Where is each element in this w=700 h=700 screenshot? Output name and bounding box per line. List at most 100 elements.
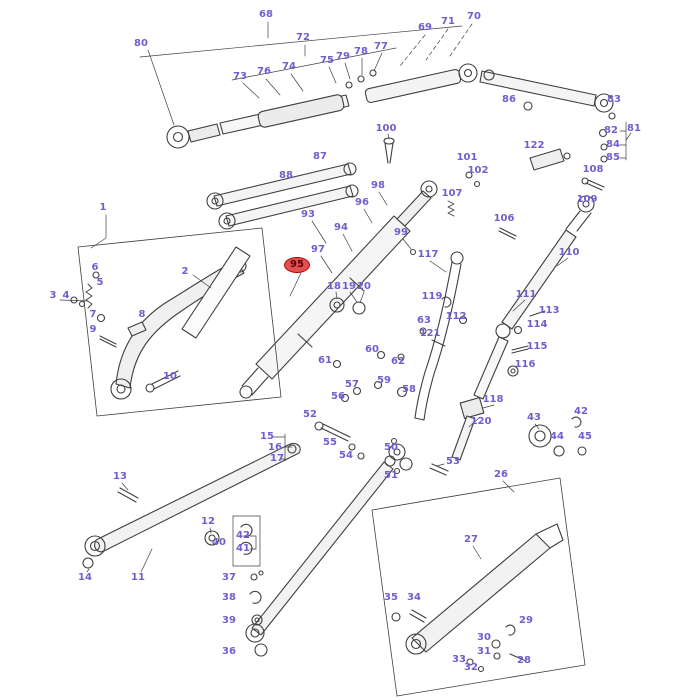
part-label-38: 38 [222,592,236,603]
part-label-116: 116 [514,359,536,370]
part-label-93: 93 [301,209,315,220]
part-label-73: 73 [233,71,247,82]
part-label-101: 101 [456,152,478,163]
part-label-31: 31 [477,646,491,657]
part-label-88: 88 [279,170,293,181]
part-label-119: 119 [421,291,443,302]
part-label-14: 14 [78,572,92,583]
leader-lines [59,21,632,573]
part-label-39: 39 [222,615,236,626]
part-label-78: 78 [354,46,368,57]
part-label-50: 50 [384,442,398,453]
lower-right-panel [371,477,586,697]
top-stabilizer-assembly [166,63,614,149]
part-label-9: 9 [89,324,97,335]
part-label-53: 53 [446,456,460,467]
part-label-20: 20 [357,281,371,292]
part-label-115: 115 [526,341,548,352]
part-label-4: 4 [62,290,70,301]
part-label-29: 29 [519,615,533,626]
part-label-106: 106 [493,213,515,224]
center-link [414,251,464,421]
part-label-36: 36 [222,646,236,657]
part-label-26: 26 [494,469,508,480]
part-label-15: 15 [260,431,274,442]
part-label-57: 57 [345,379,359,390]
part-label-112: 112 [445,311,467,322]
part-label-72: 72 [296,32,310,43]
part-label-63: 63 [417,315,431,326]
lower-left-link [82,443,301,569]
part-label-2: 2 [181,266,189,277]
part-label-58: 58 [402,384,416,395]
part-label-76: 76 [257,66,271,77]
lift-rod-assembly [239,180,438,399]
upper-link-pair [206,162,359,230]
part-label-109: 109 [576,194,598,205]
part-label-87: 87 [313,151,327,162]
part-label-69: 69 [418,22,432,33]
part-label-121: 121 [419,328,441,339]
part-label-7: 7 [89,309,97,320]
part-label-12: 12 [201,516,215,527]
part-label-11: 11 [131,572,145,583]
part-label-82: 82 [604,125,618,136]
part-label-16: 16 [268,442,282,453]
part-label-102: 102 [467,165,489,176]
part-label-42: 42 [574,406,588,417]
part-label-108: 108 [582,164,604,175]
top-right-small-parts [383,112,616,240]
part-label-52: 52 [303,409,317,420]
part-label-70: 70 [467,11,481,22]
part-label-77: 77 [374,41,388,52]
part-label-59: 59 [377,375,391,386]
part-label-45: 45 [578,431,592,442]
part-label-61: 61 [318,355,332,366]
part-label-100: 100 [375,123,397,134]
part-label-84: 84 [606,139,620,150]
part-label-113: 113 [538,305,560,316]
part-label-56: 56 [331,391,345,402]
fastener-cluster-right [441,296,587,457]
part-label-37: 37 [222,572,236,583]
part-label-44: 44 [550,431,564,442]
part-label-30: 30 [477,632,491,643]
fastener-cluster-center [314,248,449,476]
part-label-117: 117 [417,249,439,260]
part-label-13: 13 [113,471,127,482]
part-label-118: 118 [482,394,504,405]
part-label-110: 110 [558,247,580,258]
part-label-85: 85 [606,152,620,163]
part-label-28: 28 [517,655,531,666]
part-label-62: 62 [391,356,405,367]
part-label-98: 98 [371,180,385,191]
part-label-99: 99 [394,227,408,238]
part-label-95-highlighted: 95 [284,257,310,273]
part-label-79: 79 [336,51,350,62]
part-label-54: 54 [339,450,353,461]
part-label-35: 35 [384,592,398,603]
part-label-86: 86 [502,94,516,105]
part-label-40: 40 [212,537,226,548]
part-label-114: 114 [526,319,548,330]
part-label-1: 1 [99,202,107,213]
part-label-51: 51 [384,470,398,481]
part-label-33: 33 [452,654,466,665]
part-label-5: 5 [96,277,104,288]
part-label-81: 81 [627,123,641,134]
part-label-17: 17 [270,453,284,464]
part-label-41: 41 [236,543,250,554]
part-label-34: 34 [407,592,421,603]
part-label-32: 32 [464,662,478,673]
part-label-8: 8 [138,309,146,320]
part-label-111: 111 [515,289,537,300]
part-label-10: 10 [163,371,177,382]
part-label-94: 94 [334,222,348,233]
part-label-60: 60 [365,344,379,355]
part-label-74: 74 [282,61,296,72]
part-label-96: 96 [355,197,369,208]
part-label-68: 68 [259,9,273,20]
